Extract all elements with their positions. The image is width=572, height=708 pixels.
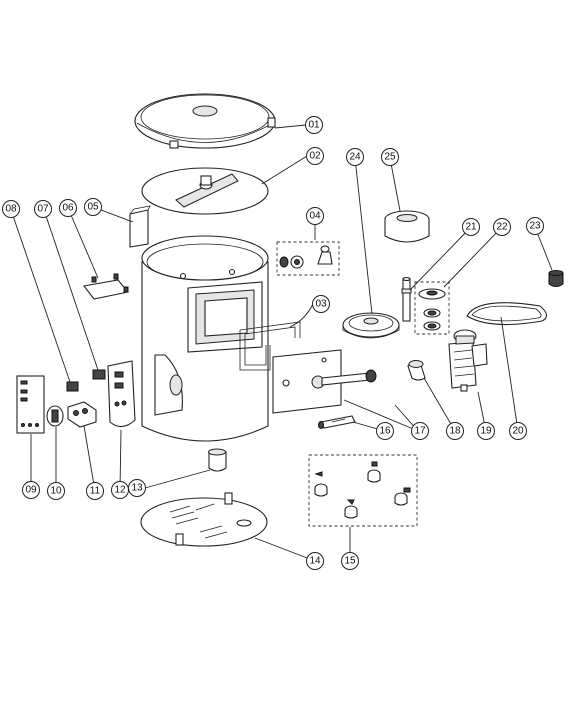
callout-16: 16	[376, 422, 394, 440]
part-feet-group	[308, 454, 418, 527]
part-motor	[448, 329, 488, 392]
svg-text:03: 03	[315, 299, 327, 310]
svg-text:21: 21	[465, 222, 477, 233]
callout-08: 08	[2, 200, 20, 218]
part-door-panel	[272, 349, 377, 414]
svg-text:15: 15	[344, 556, 356, 567]
part-knob	[46, 405, 64, 427]
callout-18: 18	[446, 422, 464, 440]
callout-09: 09	[22, 481, 40, 499]
svg-text:07: 07	[37, 204, 49, 215]
part-switch-indicator	[66, 381, 79, 392]
svg-text:17: 17	[414, 426, 426, 437]
part-main-body	[141, 235, 269, 442]
part-belt	[466, 302, 548, 326]
part-bearing-housing	[384, 210, 430, 243]
svg-text:23: 23	[529, 221, 541, 232]
callout-07: 07	[34, 200, 52, 218]
part-thermo-probe	[318, 415, 356, 429]
svg-text:11: 11	[90, 486, 101, 497]
callout-14: 14	[306, 552, 324, 570]
callout-20: 20	[509, 422, 527, 440]
callout-01: 01	[305, 116, 323, 134]
part-small-cap	[407, 360, 426, 381]
svg-text:01: 01	[308, 120, 320, 131]
svg-text:13: 13	[131, 483, 143, 494]
callout-11: 11	[86, 482, 104, 500]
part-switch-plate	[83, 273, 130, 300]
callout-22: 22	[493, 218, 511, 236]
part-lid	[134, 93, 276, 149]
part-fittings-group	[276, 241, 340, 276]
part-cap	[548, 270, 564, 287]
svg-text:22: 22	[496, 222, 508, 233]
svg-text:24: 24	[349, 152, 361, 163]
svg-text:04: 04	[309, 211, 321, 222]
part-bracket	[129, 205, 151, 248]
callout-06: 06	[59, 199, 77, 217]
svg-text:19: 19	[480, 426, 492, 437]
part-control-panel	[107, 360, 136, 428]
callout-13: 13	[128, 479, 146, 497]
part-base-plate	[140, 492, 268, 547]
callout-12: 12	[111, 481, 129, 499]
callout-10: 10	[47, 482, 65, 500]
svg-text:05: 05	[87, 202, 99, 213]
svg-text:16: 16	[379, 426, 391, 437]
callout-25: 25	[381, 148, 399, 166]
part-inner-plate	[141, 167, 269, 215]
svg-text:20: 20	[512, 426, 524, 437]
callout-19: 19	[477, 422, 495, 440]
svg-text:08: 08	[5, 204, 17, 215]
part-switch-small	[92, 369, 106, 380]
part-thermostat	[67, 401, 97, 428]
part-pulley	[342, 312, 400, 339]
callout-15: 15	[341, 552, 359, 570]
svg-text:25: 25	[384, 152, 396, 163]
callout-04: 04	[306, 207, 324, 225]
callout-21: 21	[462, 218, 480, 236]
svg-text:09: 09	[25, 485, 37, 496]
callout-02: 02	[306, 147, 324, 165]
callout-03: 03	[312, 295, 330, 313]
part-shaft	[401, 276, 412, 322]
svg-text:10: 10	[50, 486, 62, 497]
part-foot	[208, 448, 227, 472]
callout-05: 05	[84, 198, 102, 216]
callout-17: 17	[411, 422, 429, 440]
part-label-plate	[16, 375, 45, 434]
callout-24: 24	[346, 148, 364, 166]
leader-lines	[10, 124, 553, 562]
part-heater-element	[239, 321, 301, 371]
part-bearings	[414, 281, 450, 335]
callout-23: 23	[526, 217, 544, 235]
svg-text:18: 18	[449, 426, 461, 437]
svg-text:12: 12	[114, 485, 126, 496]
svg-text:14: 14	[309, 556, 321, 567]
svg-text:02: 02	[309, 151, 321, 162]
svg-text:06: 06	[62, 203, 74, 214]
